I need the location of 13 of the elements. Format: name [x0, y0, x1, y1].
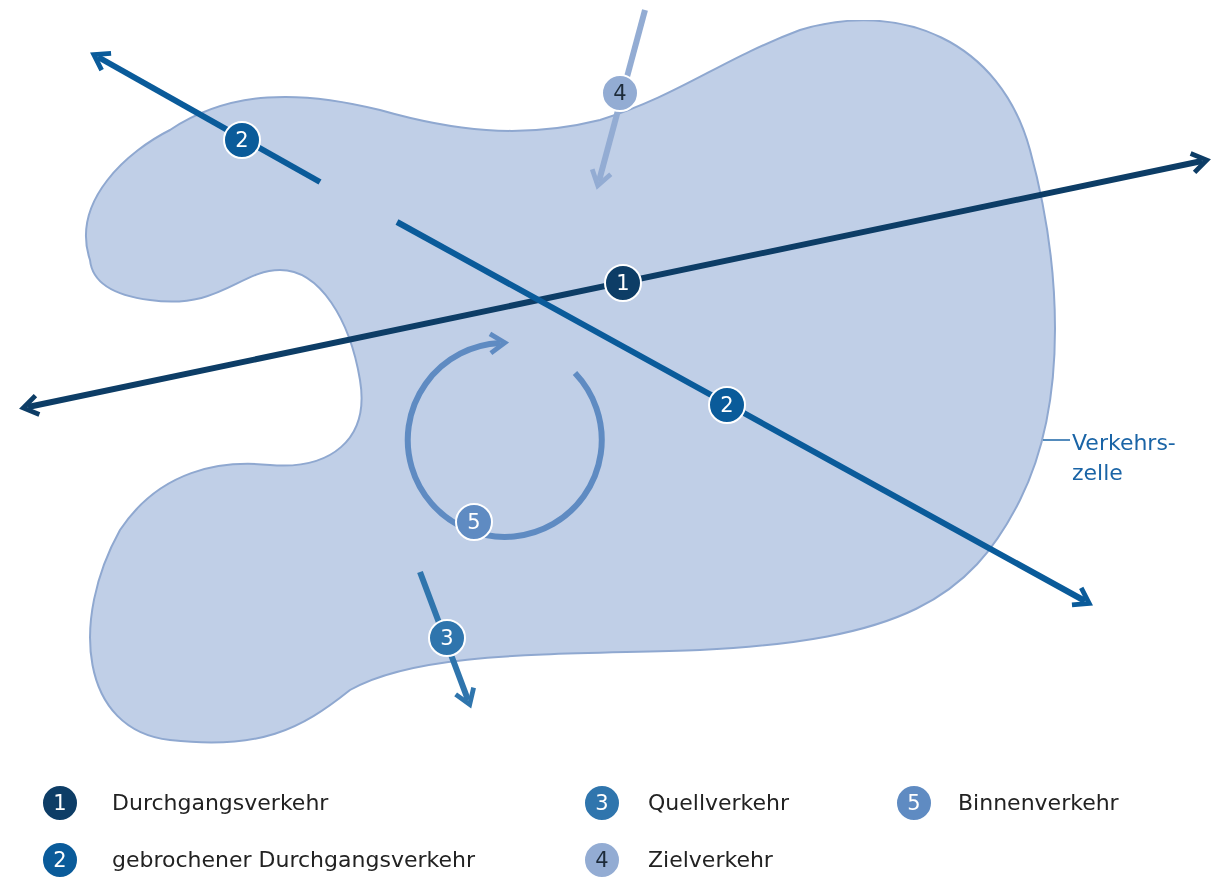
- callout-number: 4: [601, 74, 639, 112]
- legend-number: 3: [583, 784, 621, 822]
- legend-text: Durchgangsverkehr: [112, 789, 329, 817]
- legend-text: Binnenverkehr: [958, 789, 1119, 817]
- legend-text: Zielverkehr: [648, 846, 773, 874]
- legend-text: Quellverkehr: [648, 789, 790, 817]
- cell-label: Verkehrs-zelle: [1072, 428, 1190, 488]
- legend-number: 5: [895, 784, 933, 822]
- legend-text: gebrochener Durchgangsverkehr: [112, 846, 475, 874]
- legend-number: 4: [583, 841, 621, 879]
- legend-number: 1: [41, 784, 79, 822]
- legend-number: 2: [41, 841, 79, 879]
- leader-line: [1042, 439, 1071, 441]
